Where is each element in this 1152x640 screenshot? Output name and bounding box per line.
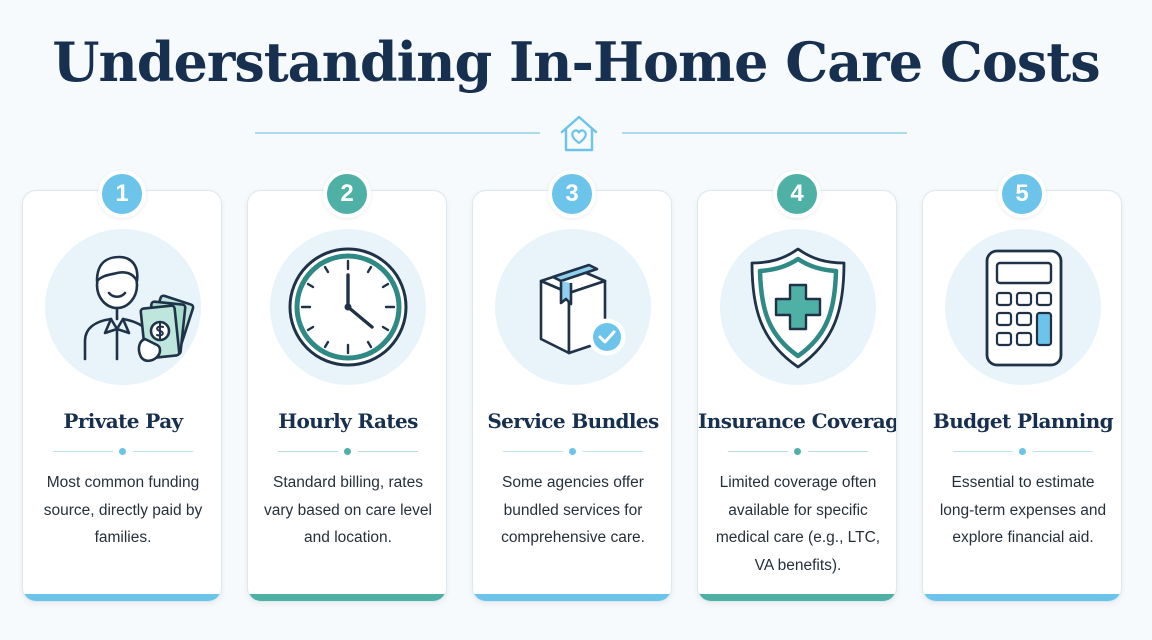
- card-insurance-coverage: Insurance Coverage Limited coverage ofte…: [697, 190, 897, 602]
- card-budget-planning: Budget Planning Essential to estimate lo…: [922, 190, 1122, 602]
- divider-line-left: [255, 132, 540, 134]
- card-description: Essential to estimate long-term expenses…: [939, 474, 1107, 546]
- step-badge-2: 2: [323, 170, 371, 218]
- step-badge-5: 5: [998, 170, 1046, 218]
- card-title: Insurance Coverage: [698, 409, 897, 433]
- icon-circle: [270, 229, 426, 385]
- card-title: Private Pay: [63, 409, 183, 433]
- card-separator: [278, 448, 418, 455]
- card-title: Budget Planning: [932, 409, 1114, 433]
- card-accent-bar: [473, 594, 671, 601]
- card-accent-bar: [23, 594, 221, 601]
- card-description: Standard billing, rates vary based on ca…: [263, 474, 432, 546]
- icon-circle: [945, 229, 1101, 385]
- page-title: Understanding In-Home Care Costs: [52, 30, 1100, 94]
- title-divider: [0, 108, 1152, 158]
- shield-medical-cross-icon: [750, 247, 846, 369]
- card-separator: [953, 448, 1093, 455]
- divider-line-right: [622, 132, 907, 134]
- calculator-icon: [985, 249, 1063, 367]
- person-with-cash-icon: [83, 255, 195, 363]
- icon-circle: [495, 229, 651, 385]
- clock-icon: [288, 247, 408, 367]
- card-description: Limited coverage often available for spe…: [715, 474, 881, 574]
- card-accent-bar: [923, 594, 1121, 601]
- card-description: Most common funding source, directly pai…: [43, 474, 203, 546]
- card-separator: [728, 448, 868, 455]
- card-accent-bar: [248, 594, 446, 601]
- step-badge-1: 1: [98, 170, 146, 218]
- card-title: Hourly Rates: [278, 409, 418, 433]
- icon-circle: [720, 229, 876, 385]
- card-hourly-rates: Hourly Rates Standard billing, rates var…: [247, 190, 447, 602]
- step-badge-3: 3: [548, 170, 596, 218]
- card-separator: [53, 448, 193, 455]
- card-private-pay: Private Pay Most common funding source, …: [22, 190, 222, 602]
- card-separator: [503, 448, 643, 455]
- card-accent-bar: [698, 594, 896, 601]
- card-description: Some agencies offer bundled services for…: [501, 474, 645, 546]
- card-service-bundles: Service Bundles Some agencies offer bund…: [472, 190, 672, 602]
- house-heart-icon: [560, 115, 598, 152]
- step-badge-4: 4: [773, 170, 821, 218]
- icon-circle: [45, 229, 201, 385]
- card-title: Service Bundles: [487, 409, 659, 433]
- box-with-checkmark-icon: [539, 263, 626, 356]
